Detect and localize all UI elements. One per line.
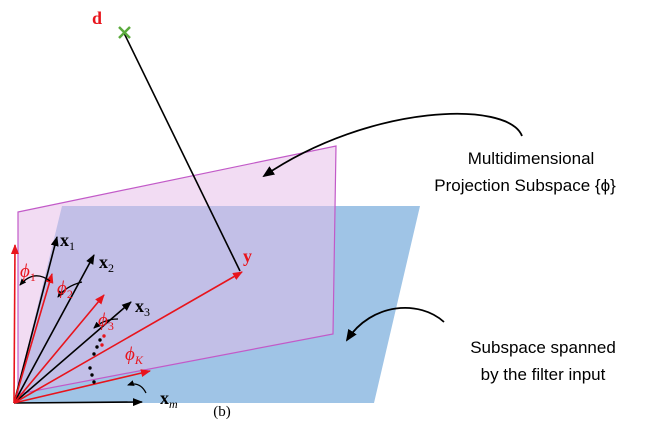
vector-y — [13, 271, 243, 404]
vector-phi1 — [10, 244, 19, 404]
vector-phi2 — [13, 273, 54, 404]
angle-arc-3 — [93, 318, 119, 329]
label-d: d — [92, 8, 102, 28]
projection-callout-arrow — [262, 112, 523, 178]
projection-subspace-label-line2: Projection Subspace {ϕ} — [434, 176, 616, 195]
label-phiK: ϕK — [125, 344, 144, 367]
projection-subspace-label-line1: Multidimensional — [468, 149, 595, 168]
vector-x1 — [13, 236, 59, 404]
label-phi1: ϕ1 — [20, 261, 36, 284]
vector-phiK — [13, 369, 151, 404]
input-subspace-label-line2: by the filter input — [481, 365, 606, 384]
label-xm: xm — [160, 388, 178, 411]
ellipsis-black — [88, 338, 102, 384]
ellipsis-red — [100, 334, 106, 347]
projection-line-d-y — [123, 32, 241, 272]
vector-phi3 — [13, 294, 105, 404]
label-x2: x2 — [99, 252, 114, 275]
label-x1: x1 — [60, 230, 75, 253]
input-callout-arrow — [345, 306, 445, 342]
vector-x2 — [13, 254, 95, 404]
angle-arc-1 — [19, 275, 51, 286]
label-phi2: ϕ2 — [57, 278, 73, 301]
vector-xm — [13, 398, 143, 407]
label-x3: x3 — [135, 296, 150, 319]
input-subspace-label-line1: Subspace spanned — [470, 338, 616, 357]
angle-arc-m — [127, 380, 147, 394]
label-y: y — [243, 246, 252, 266]
projection-subspace-plane — [17, 145, 337, 395]
label-phi3: ϕ3 — [98, 310, 114, 333]
figure-caption: (b) — [213, 404, 231, 420]
vector-x3 — [13, 301, 132, 404]
angle-arc-2 — [57, 281, 83, 298]
d-marker — [118, 26, 131, 39]
